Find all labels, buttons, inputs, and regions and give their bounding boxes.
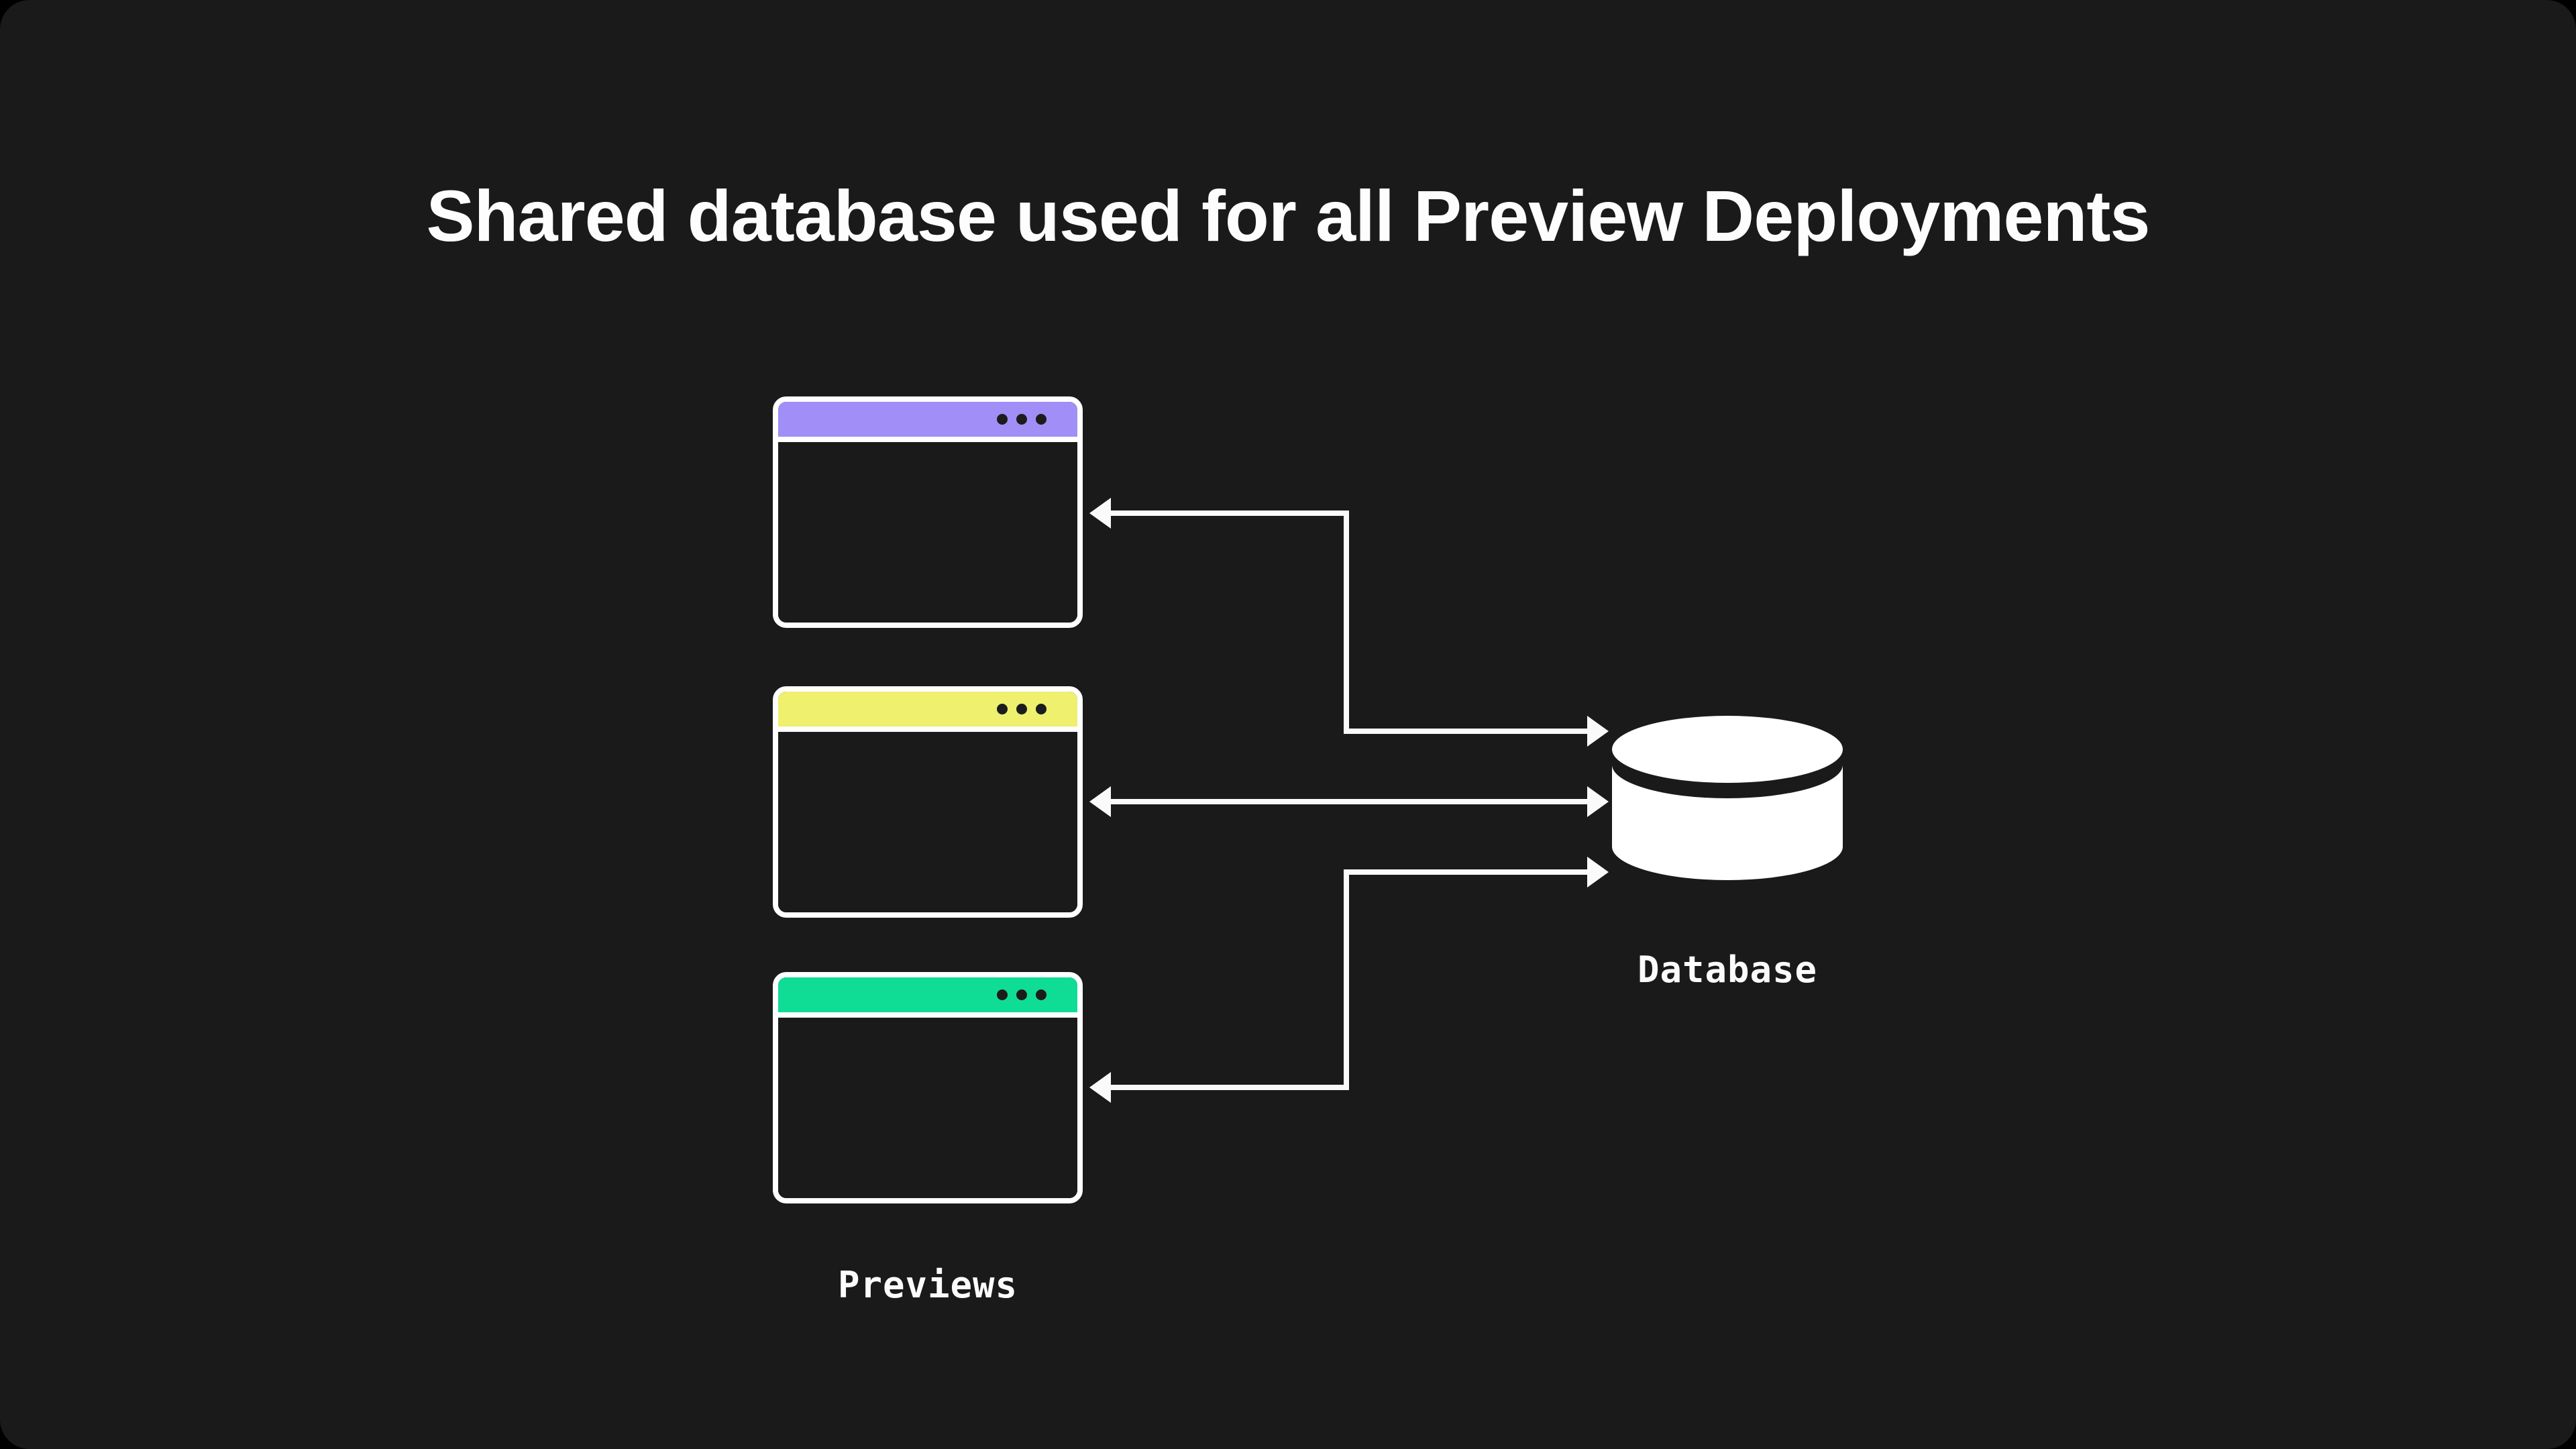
arrowhead-right-icon [1587, 857, 1609, 888]
preview-window-3-content [778, 1018, 1077, 1198]
previews-label: Previews [837, 1264, 1018, 1306]
diagram-title: Shared database used for all Preview Dep… [426, 175, 2151, 256]
connector-line [1108, 511, 1590, 734]
preview-window-3 [773, 972, 1083, 1203]
arrowhead-right-icon [1587, 786, 1609, 817]
preview-window-2-content [778, 732, 1077, 912]
window-dot-icon [1016, 989, 1027, 1000]
arrowhead-left-icon [1089, 786, 1111, 817]
database-label: Database [1637, 949, 1818, 991]
window-dot-icon [1016, 414, 1027, 425]
preview-window-2-titlebar [778, 692, 1077, 732]
preview-window-3-titlebar [778, 977, 1077, 1018]
preview-window-1 [773, 396, 1083, 628]
arrowhead-left-icon [1089, 498, 1111, 529]
arrow-preview3-database [1089, 857, 1609, 1103]
database-icon [1612, 716, 1843, 880]
database-top [1612, 716, 1843, 783]
window-dot-icon [1036, 989, 1046, 1000]
preview-window-2 [773, 686, 1083, 918]
window-dot-icon [997, 989, 1008, 1000]
arrow-preview1-database [1089, 498, 1609, 747]
window-dot-icon [1036, 414, 1046, 425]
preview-window-1-titlebar [778, 402, 1077, 442]
window-dot-icon [997, 704, 1008, 714]
arrowhead-right-icon [1587, 716, 1609, 747]
arrowhead-left-icon [1089, 1072, 1111, 1103]
database-body [1612, 765, 1843, 880]
connector-line [1108, 869, 1590, 1090]
window-dot-icon [997, 414, 1008, 425]
window-dot-icon [1036, 704, 1046, 714]
arrow-preview2-database [1089, 786, 1609, 817]
window-dot-icon [1016, 704, 1027, 714]
preview-window-1-content [778, 442, 1077, 623]
